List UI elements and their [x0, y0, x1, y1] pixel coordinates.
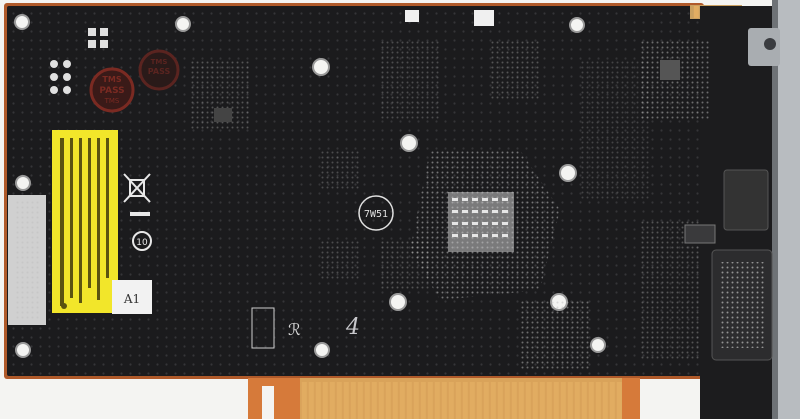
mounting-hole	[590, 337, 606, 353]
sticker-text-lines	[60, 138, 109, 306]
hdmi-connector	[723, 169, 769, 231]
mounting-hole	[314, 342, 330, 358]
stamp-top-text: TMS	[151, 58, 168, 66]
bracket-shadow	[772, 0, 778, 419]
rohs-mark-text: 10	[136, 238, 148, 248]
rohs-circle-icon	[132, 231, 152, 251]
component-cluster	[580, 60, 650, 200]
bracket-tab	[748, 28, 780, 66]
label-barcode	[14, 200, 40, 320]
mounting-hole	[15, 342, 31, 358]
mounting-hole	[389, 293, 407, 311]
component-cluster	[490, 40, 540, 100]
marking-circle-text: 7W51	[364, 209, 388, 220]
marking-circle	[358, 195, 394, 231]
sticker-ce-mark	[61, 303, 67, 309]
chip	[214, 108, 232, 122]
handwritten-mark: 4	[345, 315, 360, 340]
pcie-key-notch	[262, 386, 274, 419]
silkscreen-box	[251, 307, 275, 349]
inductor-block	[684, 224, 716, 244]
mounting-hole	[14, 14, 30, 30]
chip	[474, 10, 494, 26]
component-cluster	[660, 60, 680, 80]
stamp-mid-text: PASS	[99, 86, 124, 96]
bracket-metal	[776, 0, 800, 419]
mounting-hole	[175, 16, 191, 32]
mounting-hole	[15, 175, 31, 191]
weee-bar	[130, 212, 150, 216]
gpu-caps	[452, 198, 508, 237]
board-id-text: A1	[123, 292, 140, 306]
weee-bin-icon	[123, 173, 151, 203]
component-cluster	[320, 240, 360, 280]
mounting-hole	[559, 164, 577, 182]
ul-logo-mark: ℛ	[288, 320, 301, 339]
chip	[405, 10, 419, 22]
component-cluster	[320, 150, 360, 190]
board-id-label	[112, 280, 152, 314]
component-cluster	[380, 240, 430, 290]
pad-group	[50, 28, 108, 94]
stamp-top-text: TMS	[102, 75, 121, 84]
mounting-hole	[312, 58, 330, 76]
bracket-screw-hole	[764, 38, 776, 50]
mounting-hole	[569, 17, 585, 33]
component-cluster	[520, 300, 590, 370]
mounting-hole	[400, 134, 418, 152]
inspection-stamp: TMS PASS TMS	[89, 67, 135, 113]
stamp-mid-text: PASS	[148, 67, 171, 76]
dvi-pins	[720, 262, 764, 348]
stamp-code-text: TMS	[104, 97, 120, 105]
component-cluster	[380, 40, 440, 120]
inspection-stamp: TMS PASS	[138, 49, 180, 91]
pcie-finger-pads	[300, 382, 622, 419]
